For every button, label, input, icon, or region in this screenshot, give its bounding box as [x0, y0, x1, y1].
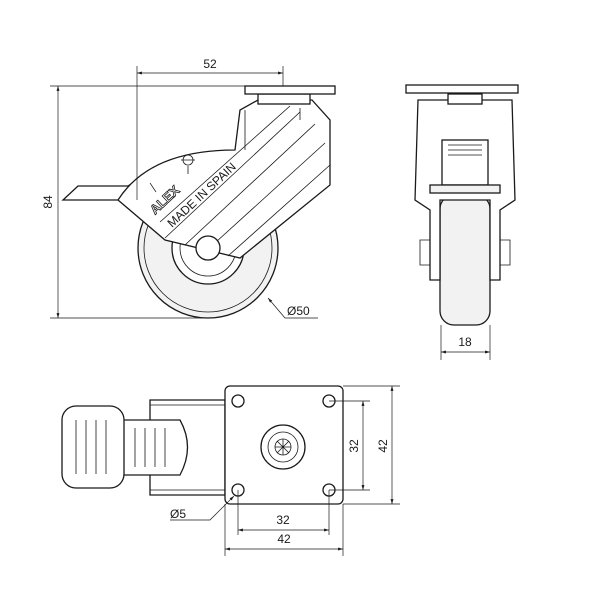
dim-hole-diameter: Ø5 [170, 507, 186, 521]
dim-height-84: 84 [41, 195, 55, 209]
top-view: 32 42 32 42 Ø5 [61, 385, 400, 556]
dim-width-52: 52 [203, 57, 217, 71]
front-view: 18 [405, 84, 519, 360]
dim-plate-size-vertical: 42 [376, 439, 390, 453]
top-plate [244, 85, 336, 95]
wheel-front [439, 194, 491, 326]
top-plate-front [405, 84, 519, 94]
brake-front [441, 139, 489, 186]
dim-wheel-width-18: 18 [458, 335, 472, 349]
side-view: ALEX MADE IN SPAIN 52 84 Ø50 [41, 57, 336, 319]
dim-wheel-diameter: Ø50 [287, 304, 310, 318]
dim-plate-size-horizontal: 42 [277, 532, 291, 546]
stem-front [447, 93, 483, 105]
axle [195, 235, 221, 261]
fork-body [117, 99, 331, 259]
brake-lever-top [119, 419, 189, 476]
mount-hole [231, 394, 245, 408]
dim-hole-spacing-horizontal: 32 [276, 513, 290, 527]
stem [257, 93, 311, 105]
dim-hole-spacing-vertical: 32 [347, 439, 361, 453]
brake-pedal-top [61, 405, 125, 489]
